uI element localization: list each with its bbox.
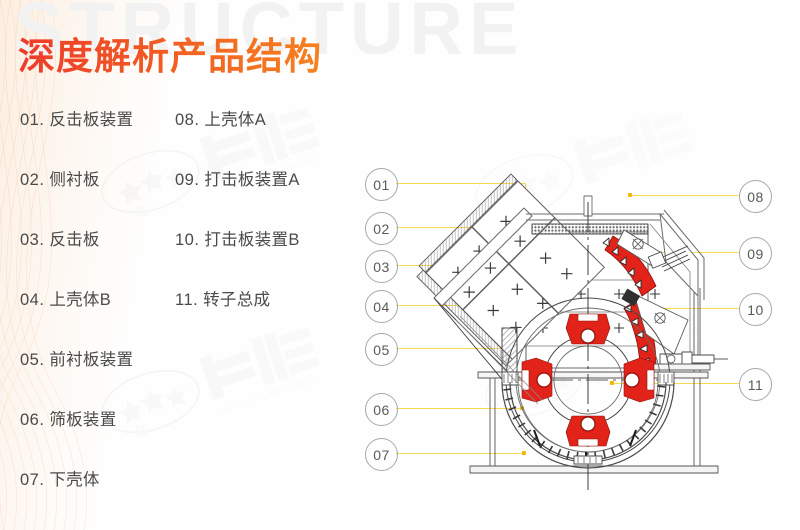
list-item-label: 打击板装置A: [204, 171, 300, 189]
leader-line-04: [396, 305, 478, 306]
svg-text:红: 红: [133, 422, 150, 440]
callout-02[interactable]: 02: [365, 212, 398, 245]
list-item-label: 侧衬板: [49, 171, 100, 189]
leader-line-01: [396, 183, 526, 184]
list-item: 08. 上壳体A: [175, 106, 266, 130]
callout-08[interactable]: 08: [739, 180, 772, 213]
callout-07[interactable]: 07: [365, 438, 398, 471]
list-item: 01. 反击板装置: [20, 106, 133, 130]
list-item: 04. 上壳体B: [20, 286, 111, 310]
impact-crusher-diagram: [416, 173, 728, 490]
callout-09[interactable]: 09: [739, 237, 772, 270]
leader-line-10: [655, 308, 740, 309]
list-item-number: 07.: [20, 471, 45, 489]
list-item-label: 上壳体B: [49, 291, 112, 309]
svg-text:红: 红: [133, 202, 150, 220]
list-item-number: 01.: [20, 111, 45, 129]
list-item: 06. 筛板装置: [20, 406, 117, 430]
callout-04[interactable]: 04: [365, 290, 398, 323]
callout-03[interactable]: 03: [365, 250, 398, 283]
callout-05[interactable]: 05: [365, 333, 398, 366]
list-item-number: 03.: [20, 231, 45, 249]
list-item-number: 06.: [20, 411, 45, 429]
leader-dot-07: [522, 451, 526, 455]
callout-11[interactable]: 11: [739, 368, 772, 401]
list-item-number: 09.: [175, 171, 200, 189]
list-item-number: 10.: [175, 231, 200, 249]
leader-line-08: [630, 195, 740, 196]
list-item: 03. 反击板: [20, 226, 100, 250]
callout-10[interactable]: 10: [739, 293, 772, 326]
list-item-number: 04.: [20, 291, 45, 309]
callout-01[interactable]: 01: [365, 168, 398, 201]
leader-dot-08: [628, 193, 632, 197]
leader-line-06: [396, 408, 522, 409]
list-item-number: 11.: [175, 291, 199, 309]
list-item-label: 反击板: [49, 231, 100, 249]
list-item: 11. 转子总成: [175, 286, 270, 310]
leader-dot-11: [610, 381, 614, 385]
list-item-label: 前衬板装置: [49, 351, 134, 369]
leader-line-11: [612, 383, 740, 384]
list-item-number: 05.: [20, 351, 45, 369]
list-item-label: 打击板装置B: [204, 231, 300, 249]
svg-text:HONGXING MACHINERY: HONGXING MACHINERY: [222, 376, 319, 414]
list-item: 10. 打击板装置B: [175, 226, 300, 250]
list-item-label: 转子总成: [203, 291, 271, 309]
leader-dot-06: [520, 406, 524, 410]
list-item: 07. 下壳体: [20, 466, 100, 490]
list-item-number: 02.: [20, 171, 45, 189]
callout-06[interactable]: 06: [365, 393, 398, 426]
page-title: 深度解析产品结构: [18, 26, 322, 80]
list-item-label: 反击板装置: [49, 111, 134, 129]
leader-line-07: [396, 453, 524, 454]
leader-line-05: [396, 348, 513, 349]
list-item: 09. 打击板装置A: [175, 166, 300, 190]
list-item: 02. 侧衬板: [20, 166, 100, 190]
list-item: 05. 前衬板装置: [20, 346, 133, 370]
list-item-number: 08.: [175, 111, 200, 129]
list-item-label: 筛板装置: [49, 411, 117, 429]
watermark-logo-2: 红 HONGXING MACHINERY: [90, 312, 332, 455]
list-item-label: 上壳体A: [204, 111, 267, 129]
list-item-label: 下壳体: [49, 471, 100, 489]
